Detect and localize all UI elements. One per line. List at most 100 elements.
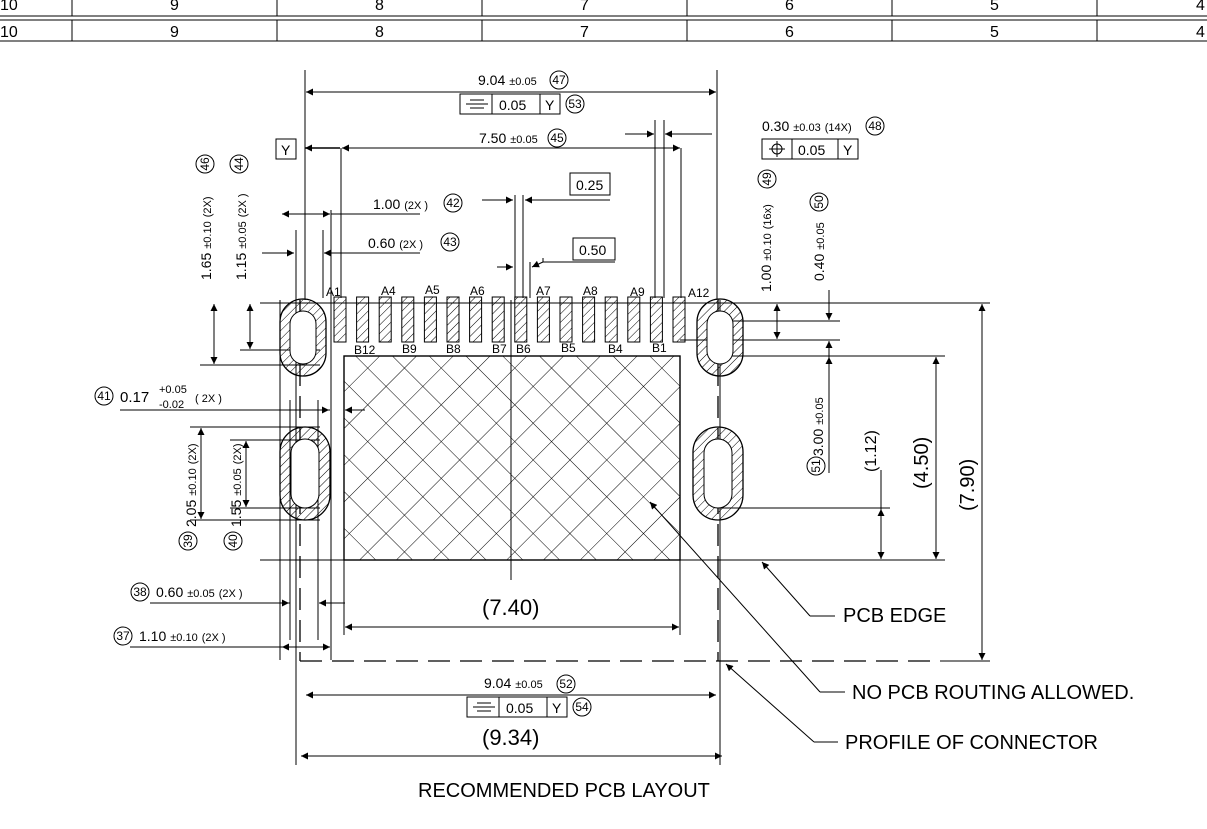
bubble: 46 — [198, 157, 212, 171]
contact-pad — [672, 296, 686, 343]
bubble: 38 — [133, 585, 147, 599]
contact-pad — [604, 296, 618, 343]
pin-label-top: A1 — [326, 285, 341, 299]
tolerance-value: 0.05 — [506, 700, 533, 716]
contact-pad — [491, 296, 505, 343]
pin-label-top: A8 — [583, 284, 598, 298]
zone-label: 7 — [580, 0, 589, 14]
zone-label: 9 — [170, 24, 179, 41]
drawing-title: RECOMMENDED PCB LAYOUT — [418, 780, 710, 802]
zone-label: 8 — [375, 24, 384, 41]
dim-9-04-top: 9.04±0.05 47 0.05 Y 53 — [306, 70, 716, 115]
svg-text:PCB EDGE: PCB EDGE — [843, 605, 946, 627]
slot-pads — [279, 298, 744, 521]
svg-text:7.50±0.05: 7.50±0.05 — [479, 130, 538, 146]
svg-text:-0.02: -0.02 — [159, 399, 184, 411]
svg-text:1.15±0.05(2X ): 1.15±0.05(2X ) — [233, 193, 249, 280]
contact-pad — [446, 296, 460, 343]
pin-label-top: A12 — [688, 286, 710, 300]
bubble: 51 — [809, 459, 823, 473]
pin-label-bottom: B6 — [516, 342, 531, 356]
datum-ref: Y — [552, 700, 562, 716]
zone-label: 9 — [170, 0, 179, 14]
bubble: 39 — [181, 534, 195, 548]
callout-profile: PROFILE OF CONNECTOR — [725, 663, 1098, 754]
svg-text:0.60±0.05(2X ): 0.60±0.05(2X ) — [156, 584, 243, 600]
svg-text:+0.05: +0.05 — [159, 384, 187, 396]
dim-0-17-2x: 41 0.17 +0.05 -0.02 ( 2X ) — [94, 384, 365, 414]
datum-ref: Y — [545, 97, 555, 113]
svg-text:1.55±0.05(2X): 1.55±0.05(2X) — [228, 444, 244, 527]
zone-label: 5 — [990, 24, 999, 41]
dim-value: 9.04 — [478, 72, 505, 88]
dim-1-00-2x: 1.00(2X ) 42 — [282, 193, 463, 218]
zone-label: 5 — [990, 0, 999, 14]
dim-0-60-bottom: 38 0.60±0.05(2X ) — [130, 582, 345, 607]
bubble: 53 — [568, 97, 582, 111]
dim-1-65-2x: 1.65±0.10(2X) 46 — [195, 154, 218, 364]
zone-label: 6 — [785, 24, 794, 41]
callout-no-routing: NO PCB ROUTING ALLOWED. — [649, 501, 1134, 704]
dim-0-40: 0.40±0.05 50 — [809, 192, 833, 371]
dim-9-04-bottom: 9.04±0.05 52 0.05 Y 54 — [306, 674, 716, 718]
contact-pad — [401, 296, 415, 343]
dim-0-60-2x: 0.60(2X ) 43 — [262, 232, 460, 257]
pin-label-bottom: B4 — [608, 342, 623, 356]
pin-labels: A1 A4 A5 A6 A7 A8 A9 A12 B12 B9 B8 B7 B6… — [326, 283, 710, 357]
svg-text:1.65±0.10(2X): 1.65±0.10(2X) — [198, 197, 214, 280]
svg-text:(7.40): (7.40) — [482, 595, 539, 620]
bubble: 54 — [575, 700, 589, 714]
zone-label: 4 — [1196, 24, 1205, 41]
bubble: 49 — [760, 172, 774, 186]
pin-label-bottom: B1 — [652, 341, 667, 355]
datum-label: Y — [281, 142, 291, 158]
svg-text:0.30±0.03(14X): 0.30±0.03(14X) — [762, 118, 852, 134]
pin-label-bottom: B12 — [354, 343, 376, 357]
zone-strip: 10 9 8 7 6 5 4 10 9 8 7 6 5 4 — [0, 0, 1207, 42]
contact-pad — [514, 296, 528, 343]
bubble: 37 — [116, 629, 130, 643]
bubble: 47 — [552, 73, 566, 87]
bubble: 42 — [446, 196, 460, 210]
contact-pad — [559, 296, 573, 343]
contact-pad — [536, 296, 550, 343]
svg-text:0.17: 0.17 — [120, 389, 149, 406]
dim-1-55-2x: 1.55±0.05(2X) 40 — [223, 441, 250, 551]
svg-text:(9.34): (9.34) — [482, 725, 539, 750]
bubble: 52 — [559, 677, 573, 691]
dim-7-50: Y 7.50±0.05 45 — [275, 128, 680, 160]
pin-label-top: A9 — [630, 285, 645, 299]
svg-text:0.40±0.05: 0.40±0.05 — [811, 222, 827, 281]
zone-label: 4 — [1196, 0, 1205, 14]
svg-text:9.04±0.05: 9.04±0.05 — [478, 72, 537, 88]
svg-text:1.00(2X ): 1.00(2X ) — [373, 196, 428, 212]
svg-text:NO PCB ROUTING ALLOWED.: NO PCB ROUTING ALLOWED. — [852, 682, 1134, 704]
pin-label-bottom: B9 — [402, 342, 417, 356]
svg-text:0.60(2X ): 0.60(2X ) — [368, 235, 423, 251]
bubble: 40 — [226, 534, 240, 548]
contact-pad — [582, 296, 596, 343]
dim-value: 0.25 — [576, 177, 603, 193]
svg-text:1.10±0.10(2X ): 1.10±0.10(2X ) — [139, 628, 226, 644]
no-routing-zone — [343, 355, 681, 561]
bubble: 50 — [812, 195, 826, 209]
zone-label: 10 — [0, 0, 18, 14]
dim-ref-4-50: (4.50) — [911, 357, 940, 559]
svg-text:(4.50): (4.50) — [911, 437, 933, 489]
contact-pad — [333, 296, 347, 343]
pin-label-bottom: B7 — [492, 342, 507, 356]
pin-label-bottom: B5 — [561, 341, 576, 355]
callout-pcb-edge: PCB EDGE — [761, 561, 946, 627]
tolerance-value: 0.05 — [499, 97, 526, 113]
pin-label-top: A5 — [425, 283, 440, 297]
dim-3-00: 3.00±0.05 51 — [806, 357, 833, 476]
datum-ref: Y — [843, 142, 853, 158]
dim-1-00-16x: 1.00±0.10(16x) 49 — [757, 169, 781, 339]
pin-label-top: A7 — [536, 284, 551, 298]
dim-ref-7-40: (7.40) — [345, 595, 679, 631]
dim-ref-7-90: (7.90) — [957, 304, 986, 660]
svg-text:(1.12): (1.12) — [863, 430, 880, 472]
svg-text:1.00±0.10(16x): 1.00±0.10(16x) — [758, 204, 774, 292]
pin-label-bottom: B8 — [446, 342, 461, 356]
